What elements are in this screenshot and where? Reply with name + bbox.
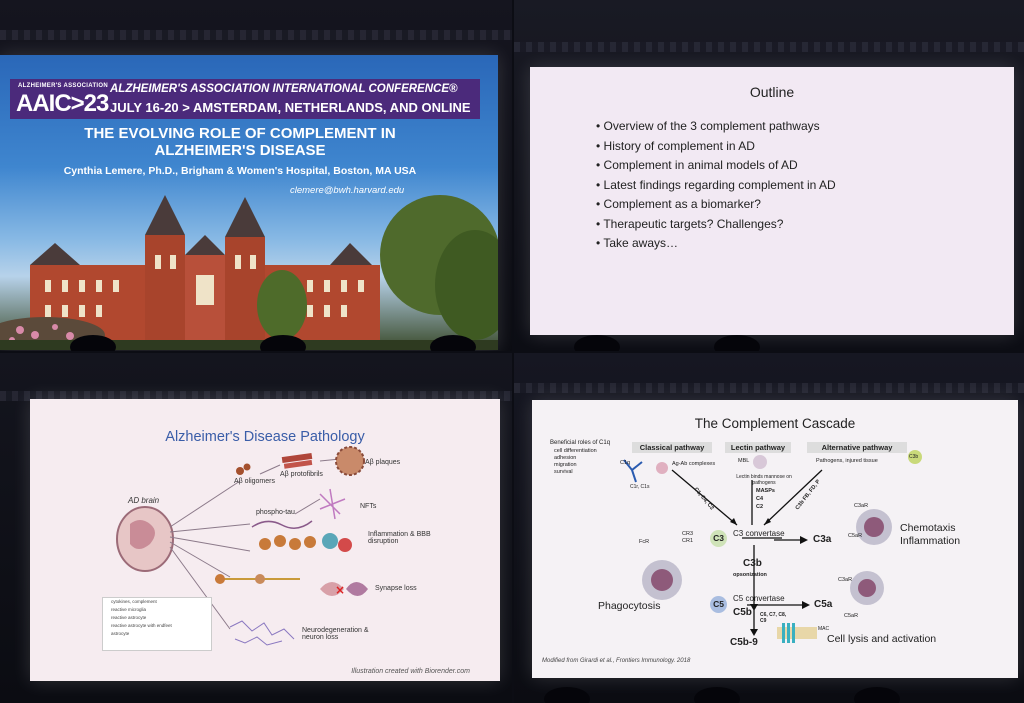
conference-banner: ALZHEIMER'S ASSOCIATION AAIC>23 ALZHEIME… — [10, 79, 480, 119]
outline-item: Overview of the 3 complement pathways — [596, 117, 836, 137]
opsonization-label: opsonization — [733, 572, 767, 578]
top-right-photo: Outline Overview of the 3 complement pat… — [514, 0, 1024, 351]
classical-sub: C1r, C1s — [630, 484, 650, 490]
outline-item: Therapeutic targets? Challenges? — [596, 215, 836, 235]
inflammation-label: Inflammation — [900, 535, 961, 547]
lectin-trigger: Lectin binds mannose on pathogens — [736, 474, 792, 486]
conference-dates: JULY 16-20 > AMSTERDAM, NETHERLANDS, AND… — [110, 100, 471, 115]
complement-cascade-slide: The Complement Cascade — [532, 400, 1018, 678]
audience-heads — [0, 335, 512, 351]
c2-label: C2 — [756, 504, 764, 510]
c6-c9-label: C6, C7, C8, C9 — [760, 612, 787, 624]
alternative-trigger: Pathogens, injured tissue — [816, 458, 878, 464]
bottom-left-photo: Alzheimer's Disease Pathology — [0, 353, 512, 703]
brain-label: AD brain — [128, 496, 160, 505]
pathology-legend: cytokines, complement reactive microglia… — [102, 597, 212, 651]
cr1-label: CR1 — [682, 538, 694, 544]
alternative-pathway-header: Alternative pathway — [807, 442, 907, 453]
author-email: clemere@bwh.harvard.edu — [290, 185, 405, 196]
citation: Modified from Girardi et al., Frontiers … — [542, 658, 691, 664]
classical-trigger: Ag-Ab complexes — [672, 461, 716, 467]
c3b-label: C3b — [743, 558, 762, 569]
c5a-label: C5a — [814, 599, 833, 610]
c4-label: C4 — [756, 496, 764, 502]
c5ar-label: C5aR — [848, 533, 863, 539]
beneficial-item: survival — [554, 469, 573, 475]
audience-heads — [514, 687, 1024, 703]
rijksmuseum-photo — [0, 195, 498, 350]
top-left-photo: ALZHEIMER'S ASSOCIATION AAIC>23 ALZHEIME… — [0, 0, 512, 351]
outline-item: Complement in animal models of AD — [596, 156, 836, 176]
outline-item: Take aways… — [596, 234, 836, 254]
fcr-label: FcR — [639, 539, 650, 545]
outline-slide: Outline Overview of the 3 complement pat… — [530, 67, 1014, 335]
mbl-label: MBL — [738, 458, 750, 464]
c3a-label: C3a — [813, 534, 832, 545]
lectin-pathway-header: Lectin pathway — [725, 442, 791, 453]
svg-text:×: × — [335, 583, 345, 597]
audience-heads — [514, 335, 1024, 351]
outline-title: Outline — [749, 84, 795, 100]
legend-item: reactive astrocyte — [111, 615, 147, 620]
beneficial-list: cell differentiation adhesion migration … — [554, 448, 597, 476]
c5ar-label: C5aR — [844, 613, 859, 619]
outline-item: Complement as a biomarker? — [596, 195, 836, 215]
c3-convertase-label: C3 convertase — [733, 529, 785, 538]
cascade-title: The Complement Cascade — [694, 416, 856, 431]
pathology-slide: Alzheimer's Disease Pathology — [30, 399, 500, 681]
masps-label: MASPs — [756, 488, 775, 494]
c3-pill: C3 — [710, 530, 727, 547]
c1q-label: C1q — [620, 460, 631, 466]
c5-convertase-label: C5 convertase — [733, 594, 785, 603]
cr3-label: CR3 — [682, 531, 694, 537]
phagocytosis-label: Phagocytosis — [598, 600, 661, 612]
c3ar-label: C3aR — [854, 503, 869, 509]
talk-author: Cynthia Lemere, Ph.D., Brigham & Women's… — [63, 165, 417, 177]
cascade-diagram — [623, 450, 922, 643]
nfts-label: NFTs — [360, 503, 377, 510]
phospho-tau-label: phospho-tau — [256, 509, 295, 516]
conference-name: ALZHEIMER'S ASSOCIATION INTERNATIONAL CO… — [110, 83, 458, 95]
legend-item: cytokines, complement — [111, 599, 157, 604]
talk-title: THE EVOLVING ROLE OF COMPLEMENT IN ALZHE… — [84, 125, 396, 159]
beneficial-item: adhesion — [554, 455, 577, 461]
inflammation-label: Inflammation & BBB disruption — [368, 531, 431, 545]
protofibrils-label: Aβ protofibrils — [280, 471, 323, 478]
stage-truss — [0, 30, 512, 40]
c5-pill: C5 — [710, 596, 727, 613]
classical-pathway-header: Classical pathway — [632, 442, 712, 453]
org-name: ALZHEIMER'S ASSOCIATION — [18, 83, 108, 89]
c3ar-label: C3aR — [838, 577, 853, 583]
oligomers-label: Aβ oligomers — [234, 478, 275, 485]
pathology-illustration: × — [116, 446, 368, 646]
bottom-right-photo: The Complement Cascade — [514, 353, 1024, 703]
plaques-label: Aβ plaques — [365, 459, 401, 466]
legend-item: reactive astrocyte with endfeet — [111, 623, 172, 628]
stage-truss — [0, 391, 512, 401]
c3b-small-label: C3b — [909, 454, 919, 460]
synapse-loss-label: Synapse loss — [375, 585, 417, 592]
beneficial-title: Beneficial roles of C1q — [550, 440, 611, 446]
legend-item: reactive microglia — [111, 607, 147, 612]
neurodegeneration-label: Neurodegeneration & neuron loss — [302, 627, 369, 641]
title-slide: ALZHEIMER'S ASSOCIATION AAIC>23 ALZHEIME… — [0, 55, 498, 350]
mac-label: MAC — [818, 626, 830, 632]
stage-truss — [514, 383, 1024, 393]
c5b-label: C5b — [733, 607, 752, 618]
outline-item: History of complement in AD — [596, 137, 836, 157]
pathology-title: Alzheimer's Disease Pathology — [165, 429, 365, 445]
beneficial-item: migration — [554, 462, 577, 468]
c5b9-label: C5b-9 — [730, 637, 758, 648]
chemotaxis-label: Chemotaxis — [900, 522, 956, 534]
stage-truss — [514, 42, 1024, 52]
legend-item: astrocyte — [111, 631, 130, 636]
illustration-credit: Illustration created with Biorender.com — [351, 668, 470, 675]
beneficial-item: cell differentiation — [554, 448, 597, 454]
lysis-label: Cell lysis and activation — [827, 633, 937, 645]
outline-list: Overview of the 3 complement pathways Hi… — [596, 117, 836, 254]
outline-item: Latest findings regarding complement in … — [596, 176, 836, 196]
aaic-logo: AAIC>23 — [16, 90, 109, 117]
